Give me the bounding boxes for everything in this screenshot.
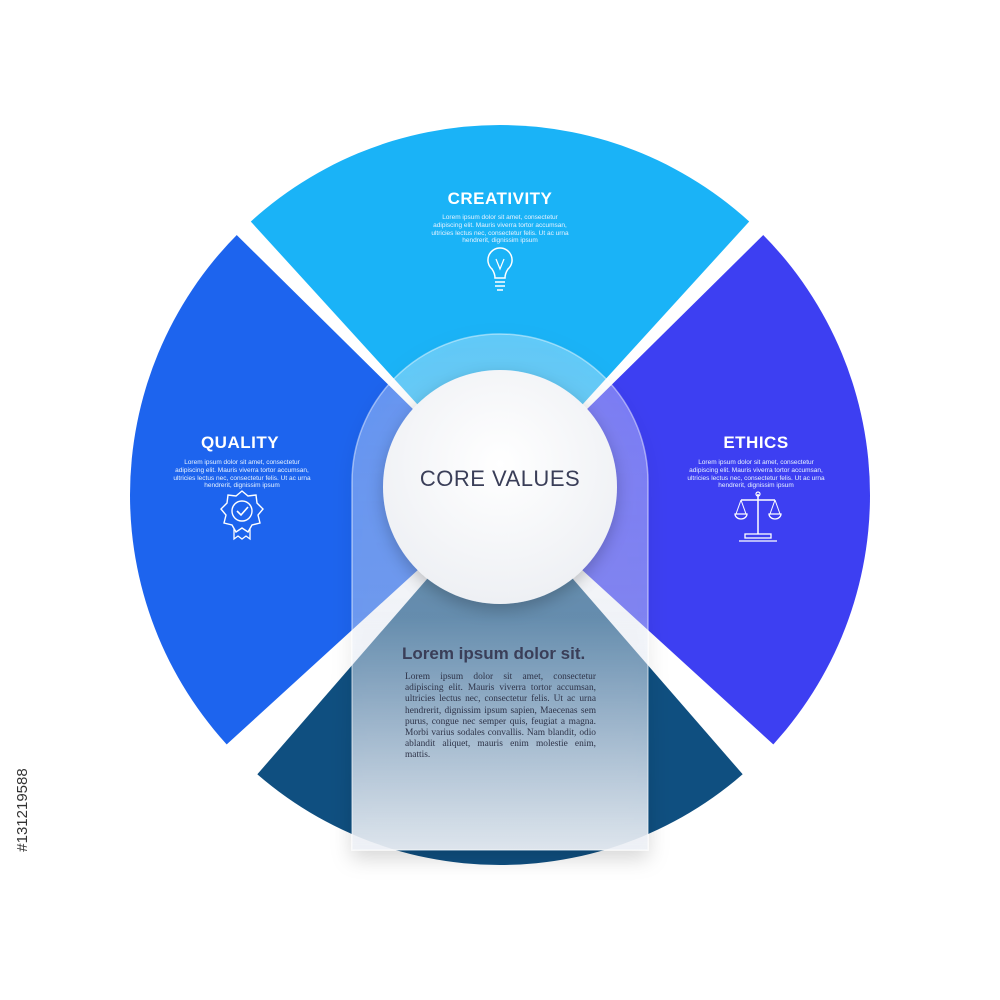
creativity-segment[interactable] <box>140 100 860 495</box>
quality-description: Lorem ipsum dolor sit amet, consectetur … <box>173 459 311 490</box>
ethics-description: Lorem ipsum dolor sit amet, consectetur … <box>687 459 825 490</box>
center-title: CORE VALUES <box>419 466 581 491</box>
panel-body: Lorem ipsum dolor sit amet, consectetur … <box>405 672 596 761</box>
quality-segment[interactable] <box>100 100 500 860</box>
lower-left-cut <box>130 748 242 865</box>
lightbulb-icon <box>484 245 516 300</box>
creativity-title: CREATIVITY <box>447 189 553 208</box>
stock-id-label: #131219588 <box>14 768 31 852</box>
quality-badge-icon <box>219 489 265 546</box>
lower-right-cut <box>758 748 870 865</box>
creativity-description: Lorem ipsum dolor sit amet, consectetur … <box>431 214 569 245</box>
ethics-segment[interactable] <box>500 100 900 860</box>
quality-title: QUALITY <box>200 433 280 452</box>
panel-heading: Lorem ipsum dolor sit. <box>402 644 586 663</box>
center-circle[interactable] <box>383 370 617 604</box>
scales-icon <box>733 490 783 547</box>
ethics-title: ETHICS <box>723 433 789 452</box>
